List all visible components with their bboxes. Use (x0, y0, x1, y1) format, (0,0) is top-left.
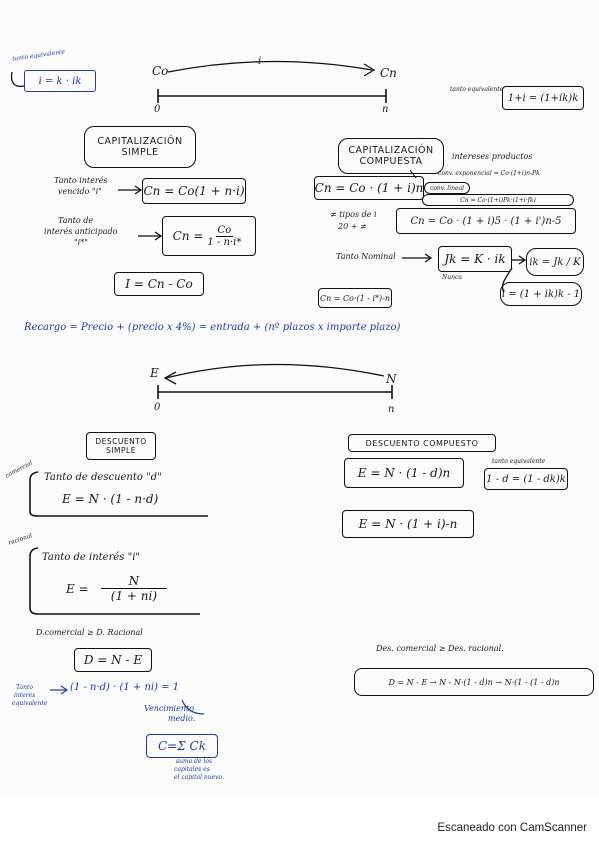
cap-simple-title-2: SIMPLE (121, 147, 159, 158)
anticipado-label-1: Tanto de (58, 216, 94, 225)
nominal-formula-box: Jk = K · ik (438, 246, 512, 272)
compare-label-compuesto: Des. comercial ≥ Des. racional. (376, 644, 504, 653)
label-e: E (150, 366, 159, 380)
compare-label-simple: D.comercial ≥ D. Racional (36, 628, 143, 637)
cap-compuesta-title-2: COMPUESTA (359, 156, 423, 167)
desc-compuesto-equiv-box: 1 - d = (1 - dk)k (484, 468, 568, 490)
right-equivalente-box: 1+i = (1+ik)k (502, 86, 584, 110)
suma-3: el capital nuevo. (174, 774, 224, 781)
equiv-formula: (1 - n·d) · (1 + ni) = 1 (70, 682, 180, 693)
racional-numerator: N (100, 574, 168, 589)
vencimiento-1: Vencimiento (144, 704, 195, 713)
anticipado-formula-box: Cn = Co 1 - n·i* (162, 216, 256, 256)
desc-simple-title-box: DESCUENTO SIMPLE (86, 432, 156, 460)
label-c0: Co (152, 64, 169, 78)
anticipado-lhs: Cn = (172, 229, 204, 243)
vencimiento-2: medio. (168, 714, 196, 723)
cap-compuesta-title-1: CAPITALIZACIÓN (348, 145, 434, 156)
nunca-label: Nunca (442, 274, 462, 281)
anticipada-formula-box: Cn = Co·(1 - i*)-n (318, 288, 392, 308)
tick-0-top: 0 (154, 104, 161, 115)
racional-fraction: N (1 + ni) (100, 574, 168, 603)
racional-denominator: (1 + ni) (110, 589, 158, 603)
comercial-label: Tanto de descuento "d" (44, 472, 162, 483)
d-formula-box-compuesto: D = N - E → N - N·(1 - d)n → N·(1 - (1 -… (354, 668, 594, 696)
right-tanto-equivalente-label: tanto equivalente (450, 86, 504, 93)
conv-exponencial: conv. exponencial = Co·(1+i)n-Pk (438, 170, 540, 177)
ink-lines (10, 60, 527, 715)
recargo-text: Recargo = Precio + (precio x 4%) = entra… (24, 322, 401, 333)
tick-0-middle: 0 (154, 402, 161, 413)
ik-formula-box: ik = Jk / K (526, 248, 584, 276)
interes-formula-box: I = Cn - Co (114, 272, 204, 296)
suma-2: capitales es (174, 766, 210, 773)
scanner-watermark: Escaneado con CamScanner (437, 822, 587, 834)
scanned-page: tanto equivalente i = k · ik Co Cn i 0 n… (4, 48, 594, 781)
tipos-label: ≠ tipos de i (330, 210, 377, 219)
comercial-formula: E = N · (1 - n·d) (62, 492, 159, 506)
label-n: N (386, 372, 397, 386)
vencido-label-2: vencido "i" (58, 187, 102, 196)
equiv-label-3: equivalente (12, 700, 48, 707)
anticipado-fraction: Co 1 - n·i* (205, 225, 243, 248)
cap-simple-title-box: CAPITALIZACIÓN SIMPLE (84, 126, 196, 168)
cap-simple-title-1: CAPITALIZACIÓN (97, 136, 183, 147)
tick-n-top: n (382, 104, 389, 115)
racional-formula: E = N (1 + ni) (66, 574, 169, 603)
desc-simple-title-1: DESCUENTO (95, 437, 147, 446)
conv-lineal-box: conv. lineal (424, 182, 470, 194)
formula-i-k-box: i = k · ik (24, 70, 96, 92)
desc-compuesto-title: DESCUENTO COMPUESTO (365, 438, 479, 448)
tick-n-middle: n (388, 404, 395, 415)
label-arc-i: i (258, 56, 262, 67)
conv-mix-box: Cn = Co·(1+i)Pk·(1+i·fk) (422, 194, 574, 206)
racional-label: Tanto de interés "i" (42, 552, 140, 563)
tipos-formula-box: Cn = Co · (1 + i)5 · (1 + i')n-5 (396, 208, 576, 234)
suma-1: suma de los (176, 758, 213, 765)
pointer-arrow-top-left (10, 71, 25, 88)
desc-compuesto-formula-2-box: E = N · (1 + i)-n (342, 510, 474, 538)
d-formula-box-simple: D = N - E (74, 648, 152, 672)
equiv-label-2: interes (14, 692, 36, 699)
anticipado-label-2: interés anticipado (44, 227, 118, 236)
anticipado-denominator: 1 - n·i* (207, 236, 242, 248)
i-formula-box: i = (1 + ik)k - 1 (500, 282, 582, 306)
nominal-label: Tanto Nominal (336, 252, 396, 261)
vencido-label-1: Tanto interés (54, 176, 108, 185)
desc-simple-title-2: SIMPLE (106, 446, 136, 455)
desc-compuesto-formula-1-box: E = N · (1 - d)n (344, 458, 464, 488)
compuesta-main-formula-box: Cn = Co · (1 + i)n (314, 176, 424, 200)
c-formula-box: C=Σ Ck (146, 734, 218, 758)
label-cn: Cn (380, 66, 397, 80)
arc-arrow-middle (165, 363, 385, 379)
anticipado-label-3: "i*" (74, 238, 88, 247)
equiv-label-1: Tanto (16, 684, 34, 691)
anticipado-numerator: Co (215, 224, 234, 237)
intereses-productos-label: intereses productos (452, 152, 533, 161)
desc-compuesto-equiv-label: tanto equivalente (492, 458, 546, 465)
racional-lhs: E = (66, 581, 89, 596)
cap-compuesta-title-box: CAPITALIZACIÓN COMPUESTA (338, 138, 444, 174)
tipos-label-2: 20 + ≠ (338, 222, 367, 231)
arc-arrow-top (167, 60, 373, 73)
vencido-formula-box: Cn = Co(1 + n·i) (142, 178, 246, 204)
desc-compuesto-title-box: DESCUENTO COMPUESTO (348, 434, 496, 452)
